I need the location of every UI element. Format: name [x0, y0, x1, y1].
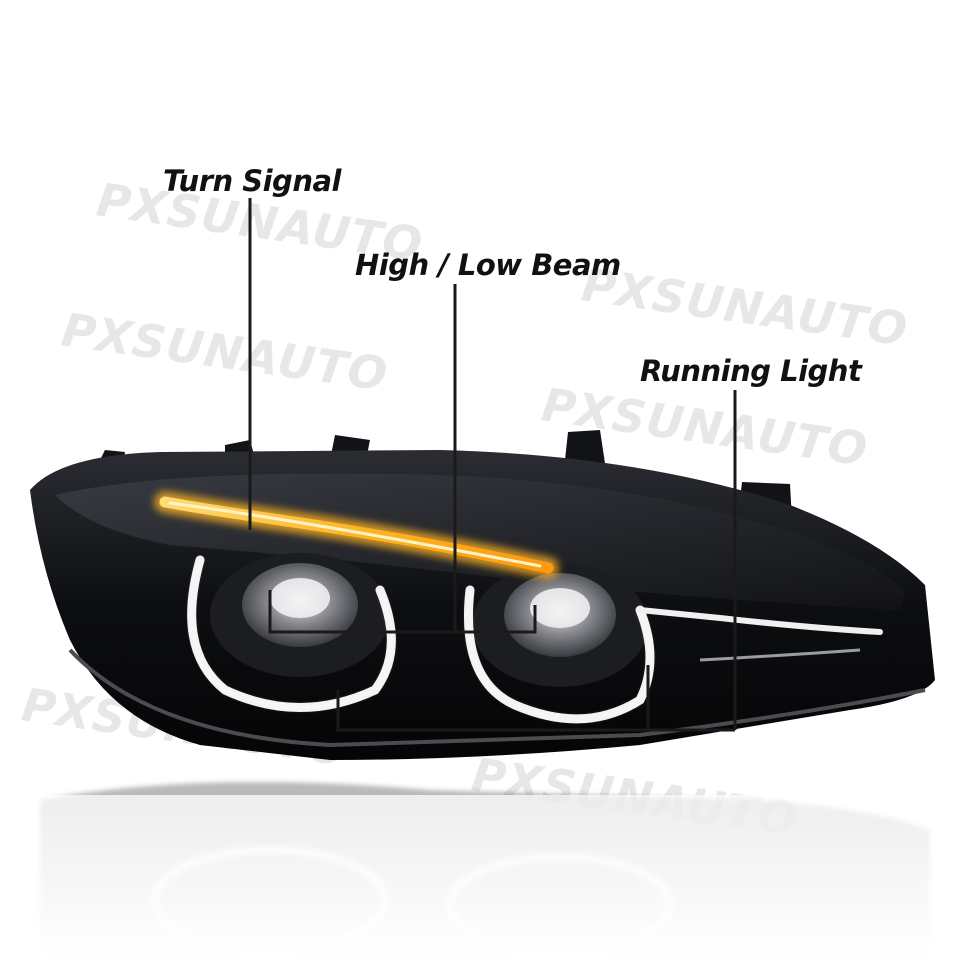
running-light-strip [637, 607, 883, 635]
watermark-3: PXSUNAUTO [578, 257, 911, 356]
running-light-bracket [336, 690, 735, 732]
high-low-beam-label: High / Low Beam [355, 248, 621, 282]
leader-lines [248, 198, 737, 732]
running-light-label: Running Light [640, 354, 862, 388]
beam-bracket [268, 590, 537, 634]
projector-right [472, 563, 648, 687]
lower-trim [68, 648, 926, 748]
projector-left [210, 553, 390, 677]
watermark-2: PXSUNAUTO [58, 302, 391, 401]
reflection-fade [0, 795, 960, 960]
turn-signal-label: Turn Signal [163, 164, 341, 198]
